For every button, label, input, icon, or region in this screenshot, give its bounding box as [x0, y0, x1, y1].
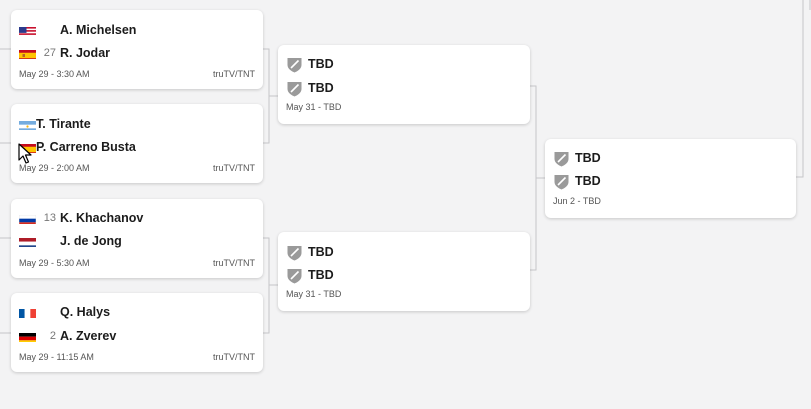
match-date: May 31 - TBD — [286, 289, 342, 299]
match-date: May 29 - 2:00 AM — [19, 163, 90, 173]
player-name-tbd: TBD — [308, 245, 334, 259]
match-card-round2-bottom[interactable]: TBD TBD May 31 - TBD — [278, 232, 530, 311]
match-meta: May 29 - 11:15 AM truTV/TNT — [19, 352, 255, 362]
match-card-round2-top[interactable]: TBD TBD May 31 - TBD — [278, 45, 530, 124]
match-network: truTV/TNT — [213, 258, 255, 268]
player-name[interactable]: R. Jodar — [60, 46, 111, 60]
player-row: 2 A. Zverev — [19, 327, 116, 345]
match-card-khachanov-de-jong[interactable]: 13 K. Khachanov J. de Jong May 29 - 5:30… — [11, 199, 263, 278]
match-date: May 31 - TBD — [286, 102, 342, 112]
player-name-tbd: TBD — [575, 151, 601, 165]
match-date: May 29 - 5:30 AM — [19, 258, 90, 268]
france-flag-icon — [19, 307, 36, 318]
match-date: May 29 - 11:15 AM — [19, 352, 94, 362]
player-name[interactable]: J. de Jong — [60, 234, 122, 248]
germany-flag-icon — [19, 331, 36, 342]
player-row: P. Carreno Busta — [19, 138, 136, 156]
player-row: A. Michelsen — [19, 21, 136, 39]
argentina-flag-icon — [19, 119, 36, 130]
player-name[interactable]: Q. Halys — [60, 305, 111, 319]
player-row: 27 R. Jodar — [19, 44, 110, 62]
shield-icon — [287, 268, 302, 283]
match-network: truTV/TNT — [213, 163, 255, 173]
shield-icon — [554, 174, 569, 189]
seed: 2 — [49, 330, 56, 342]
match-date: Jun 2 - TBD — [553, 196, 601, 206]
spain-flag-icon — [19, 48, 36, 59]
seed: 13 — [43, 212, 56, 224]
player-row: TBD — [286, 79, 334, 97]
match-card-tirante-carreno-busta[interactable]: T. Tirante P. Carreno Busta May 29 - 2:0… — [11, 104, 263, 183]
mouse-cursor-icon — [18, 143, 32, 164]
match-network: truTV/TNT — [213, 69, 255, 79]
player-row: Q. Halys — [19, 303, 110, 321]
player-row: TBD — [286, 266, 334, 284]
player-name-tbd: TBD — [308, 268, 334, 282]
shield-icon — [287, 245, 302, 260]
shield-icon — [554, 151, 569, 166]
match-meta: May 29 - 3:30 AM truTV/TNT — [19, 69, 255, 79]
player-name[interactable]: A. Zverev — [60, 329, 117, 343]
match-card-michelsen-jodar[interactable]: A. Michelsen 27 R. Jodar May 29 - 3:30 A… — [11, 10, 263, 89]
match-network: truTV/TNT — [213, 352, 255, 362]
match-meta: May 29 - 5:30 AM truTV/TNT — [19, 258, 255, 268]
match-card-round3[interactable]: TBD TBD Jun 2 - TBD — [545, 139, 796, 218]
player-row: TBD — [286, 55, 334, 73]
player-row: TBD — [553, 172, 601, 190]
match-card-halys-zverev[interactable]: Q. Halys 2 A. Zverev May 29 - 11:15 AM t… — [11, 293, 263, 372]
russia-flag-icon — [19, 213, 36, 224]
player-row: J. de Jong — [19, 232, 122, 250]
player-name[interactable]: K. Khachanov — [60, 211, 144, 225]
player-name-tbd: TBD — [575, 174, 601, 188]
seed: 27 — [43, 47, 56, 59]
shield-icon — [287, 57, 302, 72]
shield-icon — [287, 81, 302, 96]
player-row: TBD — [286, 243, 334, 261]
usa-flag-icon — [19, 25, 36, 36]
player-name[interactable]: P. Carreno Busta — [36, 140, 136, 154]
match-meta: Jun 2 - TBD — [553, 196, 788, 206]
player-row: T. Tirante — [19, 115, 91, 133]
match-meta: May 29 - 2:00 AM truTV/TNT — [19, 163, 255, 173]
player-name[interactable]: T. Tirante — [36, 117, 91, 131]
player-row: TBD — [553, 149, 601, 167]
player-name[interactable]: A. Michelsen — [60, 23, 137, 37]
netherlands-flag-icon — [19, 236, 36, 247]
match-meta: May 31 - TBD — [286, 289, 522, 299]
player-name-tbd: TBD — [308, 81, 334, 95]
match-meta: May 31 - TBD — [286, 102, 522, 112]
player-name-tbd: TBD — [308, 57, 334, 71]
player-row: 13 K. Khachanov — [19, 209, 143, 227]
match-date: May 29 - 3:30 AM — [19, 69, 90, 79]
